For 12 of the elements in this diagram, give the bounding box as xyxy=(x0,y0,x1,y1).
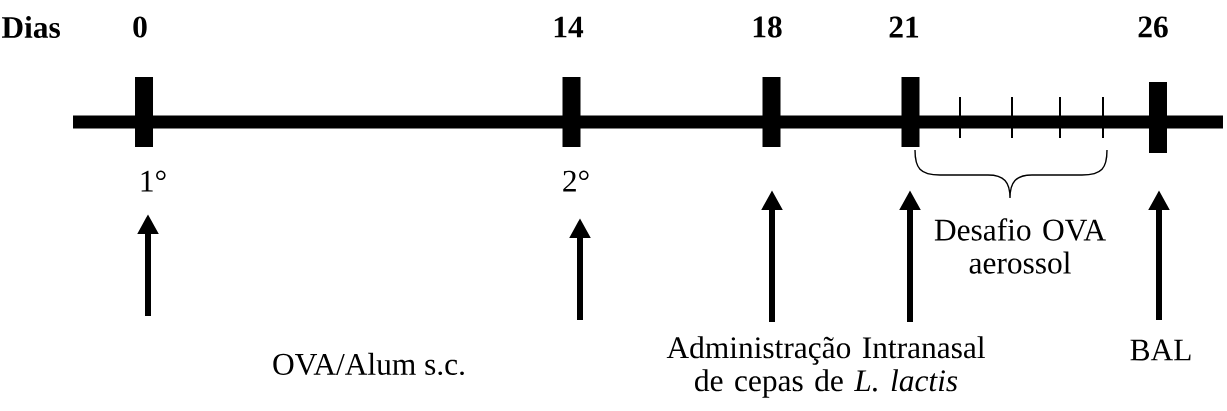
day-number: 21 xyxy=(889,16,919,38)
day-number: 18 xyxy=(753,16,782,38)
dose-label: 1° xyxy=(141,170,166,192)
dose-label: 2° xyxy=(563,170,589,192)
day-number: 14 xyxy=(554,16,584,38)
event-label: OVA/Alum s.c. xyxy=(273,352,464,376)
day-number: 0 xyxy=(133,16,147,38)
axis-title: Dias xyxy=(2,15,60,39)
day-number: 26 xyxy=(1138,16,1168,38)
brace-label: Desafio OVA aerossol xyxy=(934,218,1106,274)
event-label: BAL xyxy=(1130,339,1191,361)
event-label: Administração Intranasal de cepas de L. lactis xyxy=(666,336,985,398)
